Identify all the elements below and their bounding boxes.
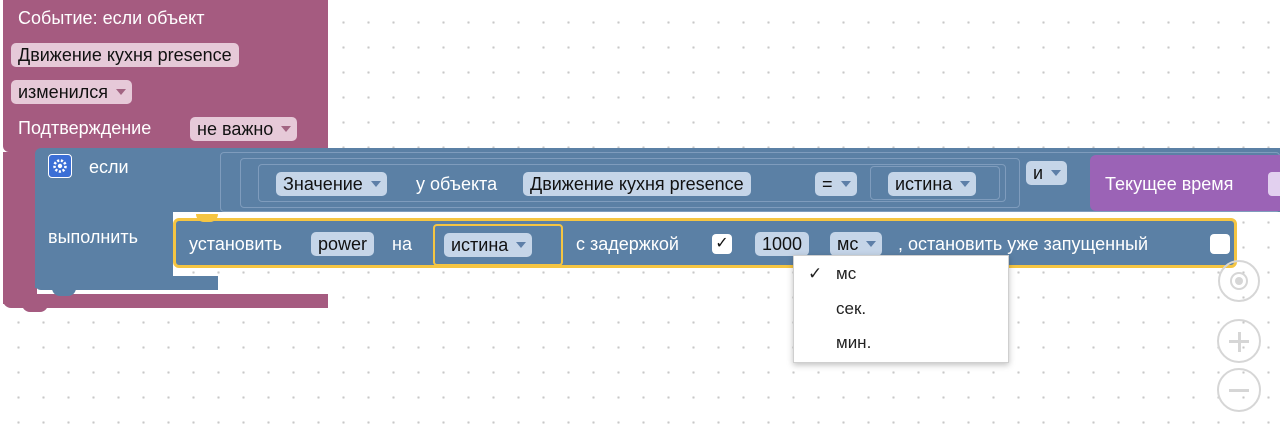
current-time-block[interactable] <box>1090 155 1280 211</box>
confirmation-label: Подтверждение <box>18 118 152 138</box>
compare-value-dropdown[interactable]: истина <box>888 172 977 196</box>
state-name-field[interactable]: power <box>311 232 375 256</box>
delay-unit-value: мс <box>837 234 859 254</box>
delay-label: с задержкой <box>576 234 679 254</box>
logic-op-value: и <box>1033 163 1044 183</box>
value-of-block[interactable] <box>258 164 1006 202</box>
current-time-field[interactable] <box>1268 172 1280 196</box>
event-change-dropdown[interactable]: изменился <box>11 80 132 104</box>
menu-item-sec[interactable]: сек. <box>794 292 1008 326</box>
if-block-bottom <box>35 276 218 290</box>
on-label: на <box>392 234 412 254</box>
gear-icon[interactable] <box>48 154 72 178</box>
delay-unit-dropdown[interactable]: мс <box>830 232 883 256</box>
compare-block[interactable] <box>240 158 1020 208</box>
crosshair-icon[interactable] <box>1218 260 1260 302</box>
delay-checkbox[interactable]: ✓ <box>712 234 732 254</box>
chevron-down-icon <box>866 241 877 247</box>
of-object-label: у объекта <box>416 174 498 194</box>
menu-item-label: мин. <box>836 333 872 352</box>
confirmation-value: не важно <box>197 119 274 139</box>
value-dropdown[interactable]: Значение <box>276 172 387 196</box>
check-icon: ✓ <box>808 264 823 283</box>
menu-item-min[interactable]: мин. <box>794 326 1008 360</box>
event-object-field[interactable]: Движение кухня presence <box>11 43 239 67</box>
compare-value-text: истина <box>895 174 953 194</box>
event-block-bottom <box>3 294 328 308</box>
set-state-notch <box>196 214 218 222</box>
set-value-dropdown[interactable]: истина <box>444 233 533 257</box>
event-block-notch <box>22 300 48 312</box>
boolean-block[interactable] <box>870 166 1000 200</box>
chevron-down-icon <box>281 126 292 132</box>
chevron-down-icon <box>516 242 527 248</box>
stop-running-label: , остановить уже запущенный <box>898 234 1149 254</box>
event-block-left-rail <box>3 152 37 304</box>
delay-unit-menu: ✓ мс сек. мин. <box>793 255 1009 363</box>
event-change-value: изменился <box>18 82 108 102</box>
plus-icon[interactable] <box>1217 319 1261 363</box>
if-block-left <box>35 210 173 288</box>
condition-object-field[interactable]: Движение кухня presence <box>523 172 751 196</box>
chevron-down-icon <box>370 181 381 187</box>
delay-amount-field[interactable]: 1000 <box>755 232 810 256</box>
if-label: если <box>89 157 129 177</box>
set-value-text: истина <box>451 235 509 255</box>
do-label: выполнить <box>48 227 138 247</box>
chevron-down-icon <box>840 181 851 187</box>
confirmation-dropdown[interactable]: не важно <box>190 117 298 141</box>
set-label: установить <box>189 234 283 254</box>
current-time-label: Текущее время <box>1105 174 1234 194</box>
stop-running-checkbox[interactable] <box>1210 234 1230 254</box>
operator-dropdown[interactable]: = <box>815 172 857 196</box>
operator-value: = <box>822 174 833 194</box>
value-dropdown-text: Значение <box>283 174 363 194</box>
minus-icon[interactable] <box>1217 368 1261 412</box>
chevron-down-icon <box>960 181 971 187</box>
menu-item-label: мс <box>836 264 857 283</box>
menu-item-label: сек. <box>836 299 867 318</box>
if-block-notch <box>52 284 76 296</box>
chevron-down-icon <box>1051 170 1062 176</box>
menu-item-ms[interactable]: ✓ мс <box>794 257 1008 291</box>
chevron-down-icon <box>115 89 126 95</box>
event-header-label: Событие: если объект <box>18 8 205 28</box>
logic-op-dropdown[interactable]: и <box>1026 161 1068 185</box>
